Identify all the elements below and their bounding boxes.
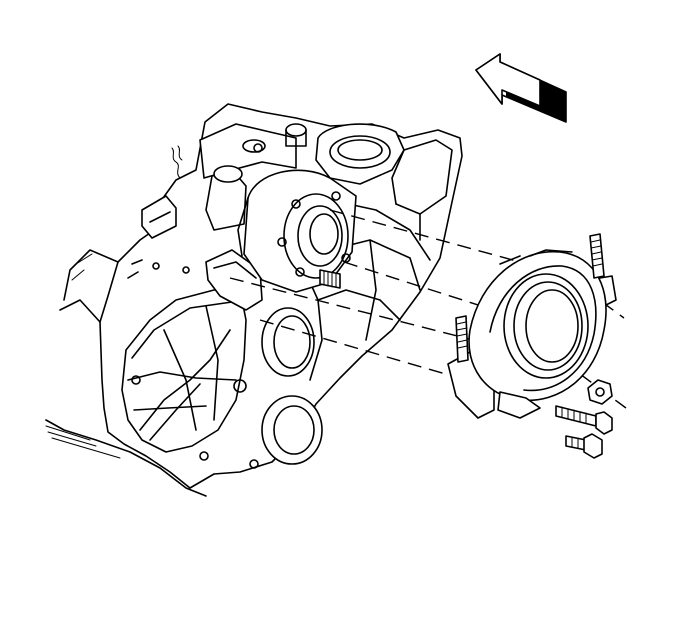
adapter-plate <box>237 169 357 293</box>
engine-block <box>45 103 463 497</box>
housing-stud-left <box>455 315 469 363</box>
rear-main-seal-housing <box>447 249 617 419</box>
bolt-icon <box>555 405 613 435</box>
plate-stud <box>319 269 341 289</box>
direction-arrow-icon <box>475 53 567 123</box>
nut-icon <box>587 379 613 405</box>
housing-stud-right <box>589 233 605 279</box>
bolt-icon <box>565 433 603 459</box>
